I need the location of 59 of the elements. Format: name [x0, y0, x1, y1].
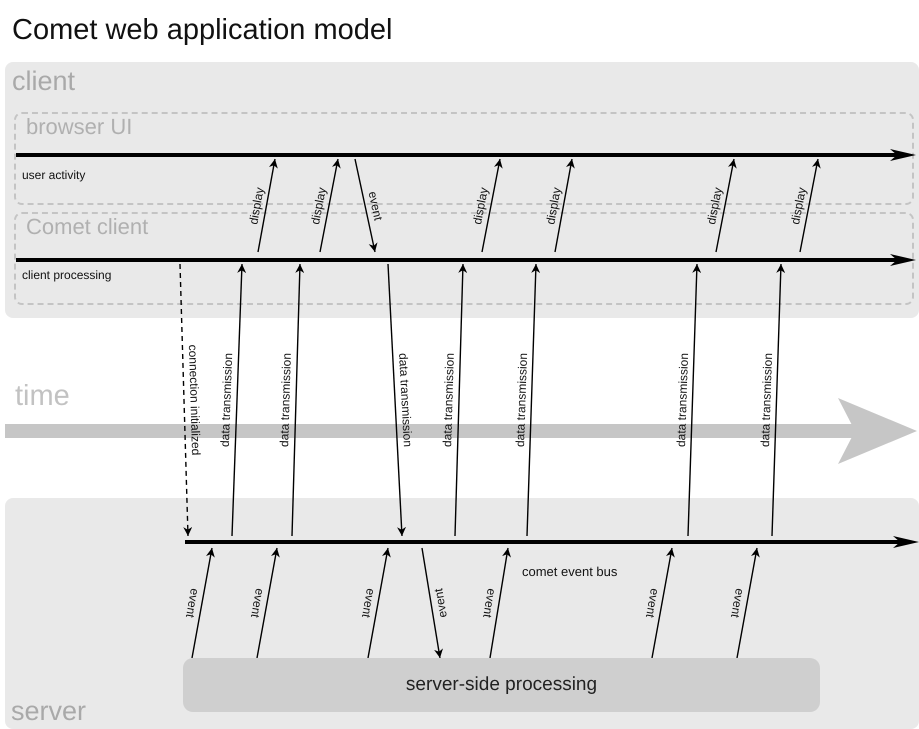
arrow — [715, 158, 737, 252]
lane-caption: client processing — [22, 268, 112, 282]
edge-label: display — [544, 186, 564, 226]
lane-title: server — [11, 696, 86, 727]
arrow — [387, 264, 406, 536]
edge-label: event — [432, 587, 450, 619]
arrow — [231, 264, 246, 536]
arrow — [354, 158, 378, 252]
arrow — [687, 264, 702, 536]
edge-label: data transmission — [218, 352, 236, 448]
edge-label: display — [246, 186, 266, 226]
arrow — [291, 264, 304, 536]
timeline-arrow — [185, 536, 919, 548]
edge-label: event — [182, 587, 202, 619]
edge-label: data transmission — [513, 352, 530, 448]
arrow — [191, 548, 215, 658]
edge-label: display — [471, 186, 491, 226]
lane-band — [5, 498, 919, 729]
lane-title: browser UI — [26, 114, 132, 140]
timeline-arrow — [16, 149, 916, 161]
process-box: server-side processing — [183, 658, 820, 712]
arrow — [651, 548, 675, 658]
arrow — [256, 548, 280, 658]
arrow — [421, 548, 443, 658]
edge-label: event — [642, 587, 662, 619]
edge-label: event — [358, 587, 378, 619]
edge-label: display — [309, 186, 329, 226]
edge-label: event — [248, 587, 266, 619]
arrow — [736, 548, 760, 658]
arrow — [481, 158, 503, 252]
edge-label: data transmission — [278, 352, 294, 448]
arrow — [179, 264, 192, 536]
edge-label: connection initialized — [186, 344, 202, 456]
edge-label: display — [705, 186, 725, 226]
arrow — [454, 264, 468, 536]
lane-title: Comet client — [26, 214, 148, 240]
lane-title: client — [12, 66, 76, 97]
arrow — [799, 158, 821, 252]
time-label: time — [15, 380, 70, 413]
diagram-title: Comet web application model — [12, 14, 392, 47]
arrow — [367, 548, 391, 658]
timeline-arrow — [16, 254, 916, 266]
bus-label: comet event bus — [522, 564, 618, 579]
edge-label: event — [480, 587, 498, 619]
arrow — [489, 548, 511, 658]
lane-caption: user activity — [22, 168, 86, 182]
edge-label: display — [789, 186, 809, 226]
edge-label: data transmission — [758, 352, 775, 448]
edge-label: data transmission — [396, 352, 414, 448]
arrow — [319, 158, 341, 252]
arrow — [257, 158, 278, 252]
edge-label: data transmission — [674, 352, 691, 448]
edge-label: event — [728, 587, 746, 619]
edge-label: event — [366, 190, 384, 222]
lane-band — [5, 62, 919, 318]
edge-label: data transmission — [441, 352, 457, 448]
arrow — [554, 158, 575, 252]
arrow — [526, 264, 540, 536]
arrow — [771, 264, 786, 536]
